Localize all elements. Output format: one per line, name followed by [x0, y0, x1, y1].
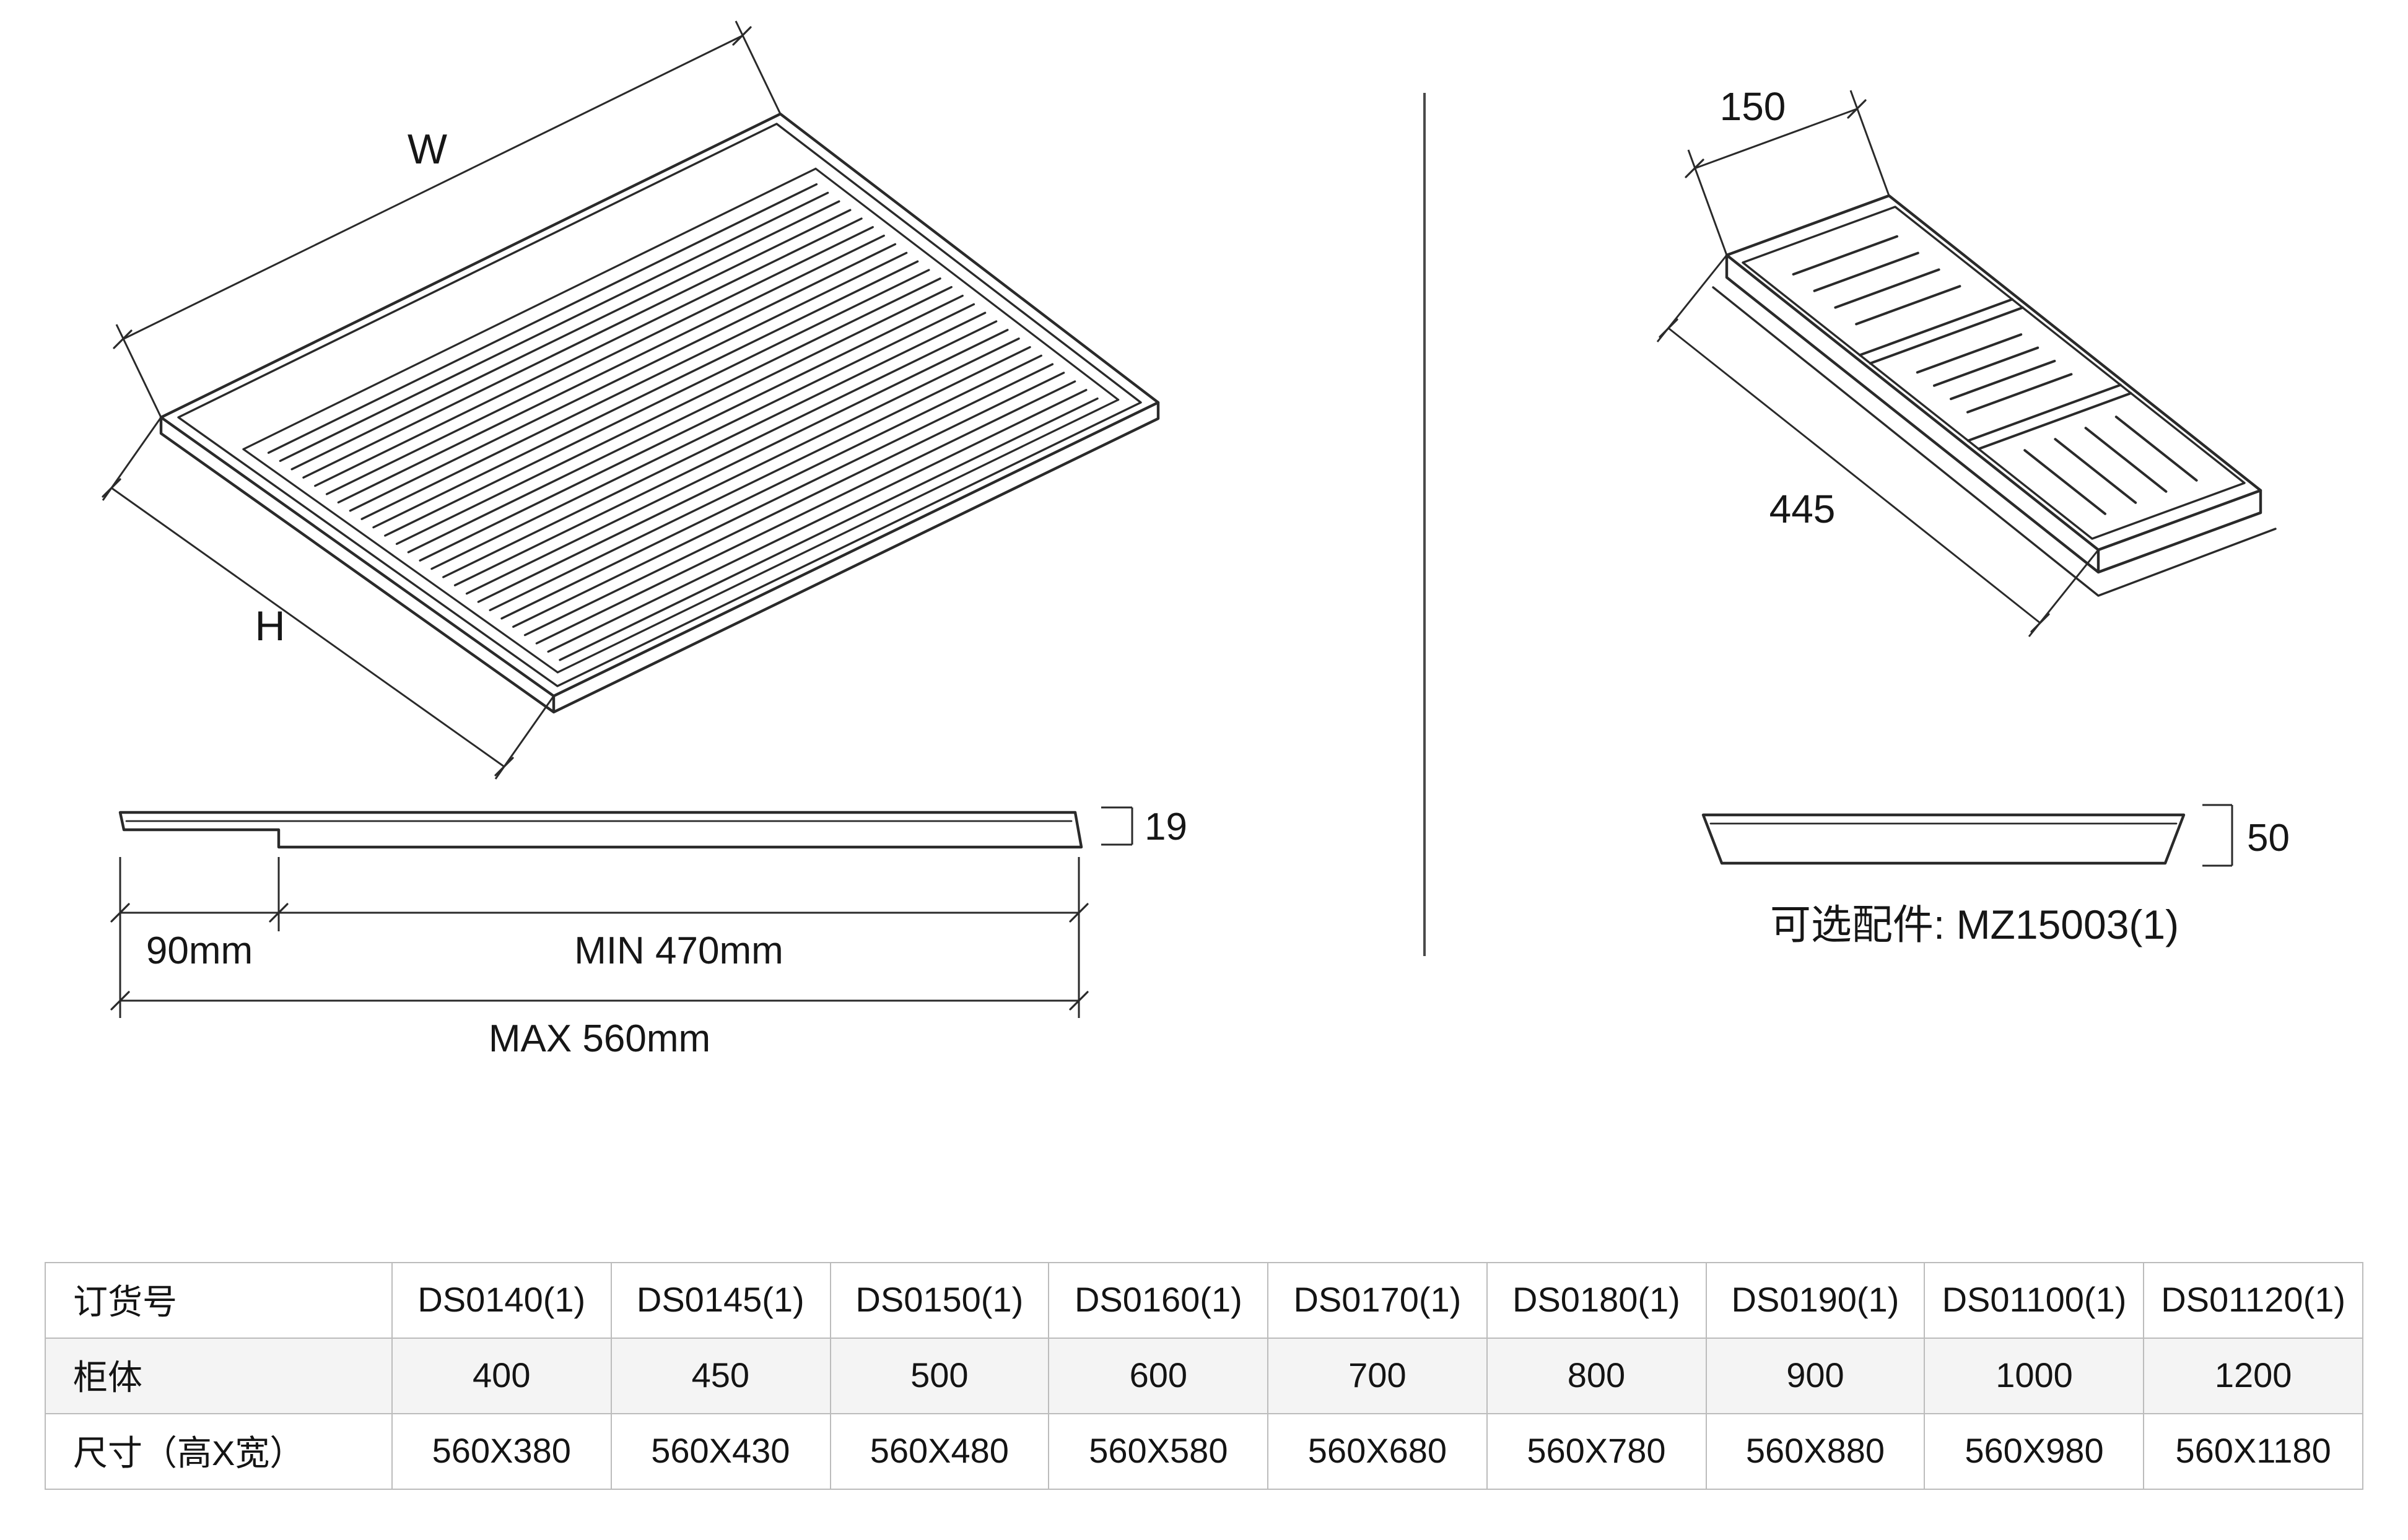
dim-50-label: 50 [2247, 817, 2290, 859]
table-cell: 800 [1486, 1338, 1707, 1414]
spec-table: 订货号 DS0140(1) DS0145(1) DS0150(1) DS0160… [45, 1262, 2363, 1490]
table-row-order-number: 订货号 DS0140(1) DS0145(1) DS0150(1) DS0160… [45, 1262, 2363, 1339]
row-header-cell: 柜体 [45, 1338, 393, 1414]
table-cell: 400 [391, 1338, 612, 1414]
dim-min-label: MIN 470mm [574, 929, 783, 972]
table-cell: DS0180(1) [1486, 1262, 1707, 1339]
table-cell: 600 [1048, 1338, 1269, 1414]
cutlery-tray-profile [1701, 813, 2186, 865]
table-cell: DS0160(1) [1048, 1262, 1269, 1339]
table-cell: 560X1180 [2143, 1413, 2363, 1490]
table-row-cabinet: 柜体 400 450 500 600 700 800 900 1000 1200 [45, 1338, 2363, 1414]
table-cell: DS01120(1) [2143, 1262, 2363, 1339]
table-cell: DS0145(1) [610, 1262, 831, 1339]
table-cell: 560X580 [1048, 1413, 1269, 1490]
table-cell: DS0170(1) [1267, 1262, 1488, 1339]
table-cell: DS01100(1) [1924, 1262, 2145, 1339]
dim-150-label: 150 [1720, 84, 1786, 129]
drawing-outlines [118, 112, 2277, 865]
table-cell: 560X880 [1705, 1413, 1926, 1490]
table-cell: 1000 [1924, 1338, 2145, 1414]
table-cell: 450 [610, 1338, 831, 1414]
table-row-size: 尺寸（高X宽） 560X380 560X430 560X480 560X580 … [45, 1413, 2363, 1490]
dim-445-label: 445 [1769, 487, 1836, 531]
table-cell: 560X780 [1486, 1413, 1707, 1490]
table-cell: DS0190(1) [1705, 1262, 1926, 1339]
table-cell: DS0140(1) [391, 1262, 612, 1339]
dim-max-label: MAX 560mm [489, 1017, 710, 1060]
table-cell: 500 [829, 1338, 1050, 1414]
thickness-bracket [1101, 806, 1133, 846]
row-header-cell: 尺寸（高X宽） [45, 1413, 393, 1490]
table-cell: DS0150(1) [829, 1262, 1050, 1339]
table-cell: 560X380 [391, 1413, 612, 1490]
table-cell: 560X980 [1924, 1413, 2145, 1490]
table-cell: 900 [1705, 1338, 1926, 1414]
row-header-cell: 订货号 [45, 1262, 393, 1339]
table-cell: 560X680 [1267, 1413, 1488, 1490]
cutlery-tray-isometric [1712, 194, 2277, 597]
table-cell: 560X430 [610, 1413, 831, 1490]
table-cell: 560X480 [829, 1413, 1050, 1490]
dim-90mm-label: 90mm [146, 929, 253, 972]
height-bracket [2202, 804, 2233, 867]
technical-drawing: W H 90mm MIN 470mm MAX 560mm 19 150 445 … [102, 20, 2290, 1060]
accessory-caption: 可选配件: MZ15003(1) [1770, 902, 2179, 947]
dim-19-label: 19 [1145, 806, 1187, 848]
table-cell: 700 [1267, 1338, 1488, 1414]
dim-h-label: H [255, 603, 285, 650]
dim-w-label: W [408, 126, 447, 173]
grill-tray-profile [118, 811, 1083, 849]
drawing-labels: W H 90mm MIN 470mm MAX 560mm 19 150 445 … [146, 84, 2290, 1060]
generated-detail-lines [102, 26, 2198, 1011]
table-cell: 1200 [2143, 1338, 2363, 1414]
